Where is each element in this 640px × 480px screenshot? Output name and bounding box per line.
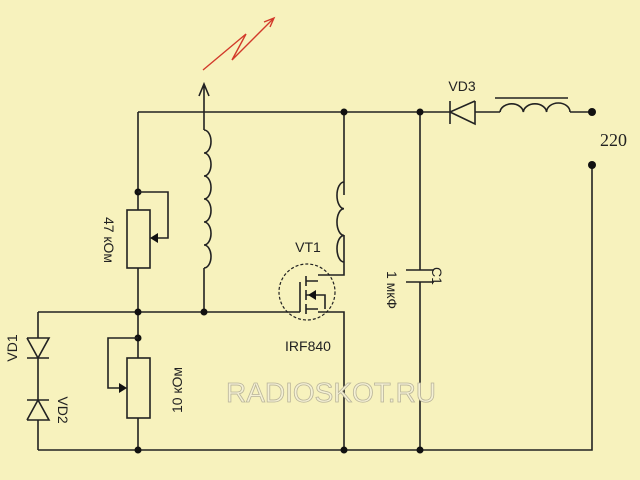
output-arrow	[198, 81, 210, 112]
diode-vd3	[448, 100, 476, 126]
potentiometer-r1	[126, 191, 169, 269]
label-vd3: VD3	[448, 78, 475, 94]
coil-l2	[336, 181, 345, 263]
label-c1: C1	[429, 267, 445, 285]
mosfet-vt1	[278, 263, 336, 321]
watermark: RADIOSKOT.RU	[226, 377, 436, 408]
label-vt1: VT1	[295, 239, 321, 255]
choke-inductor	[495, 97, 571, 113]
label-vd1: VD1	[4, 334, 20, 361]
label-transistor-model: IRF840	[285, 338, 331, 354]
diode-vd2	[26, 398, 51, 421]
wires	[37, 111, 593, 451]
diode-vd1	[26, 337, 51, 360]
label-r1: 47 кОм	[101, 217, 117, 263]
coil-l1	[203, 129, 212, 269]
capacitor-c1	[406, 269, 434, 283]
label-c1-value: 1 мкФ	[384, 271, 400, 309]
label-voltage: 220	[600, 130, 627, 150]
potentiometer-r2	[107, 337, 151, 419]
terminal-top	[588, 108, 596, 116]
emission-arrow	[202, 16, 276, 71]
terminal-bottom	[588, 161, 596, 169]
label-vd2: VD2	[55, 396, 71, 423]
label-r2: 10 кОм	[169, 367, 185, 413]
junction-dots	[134, 108, 424, 454]
